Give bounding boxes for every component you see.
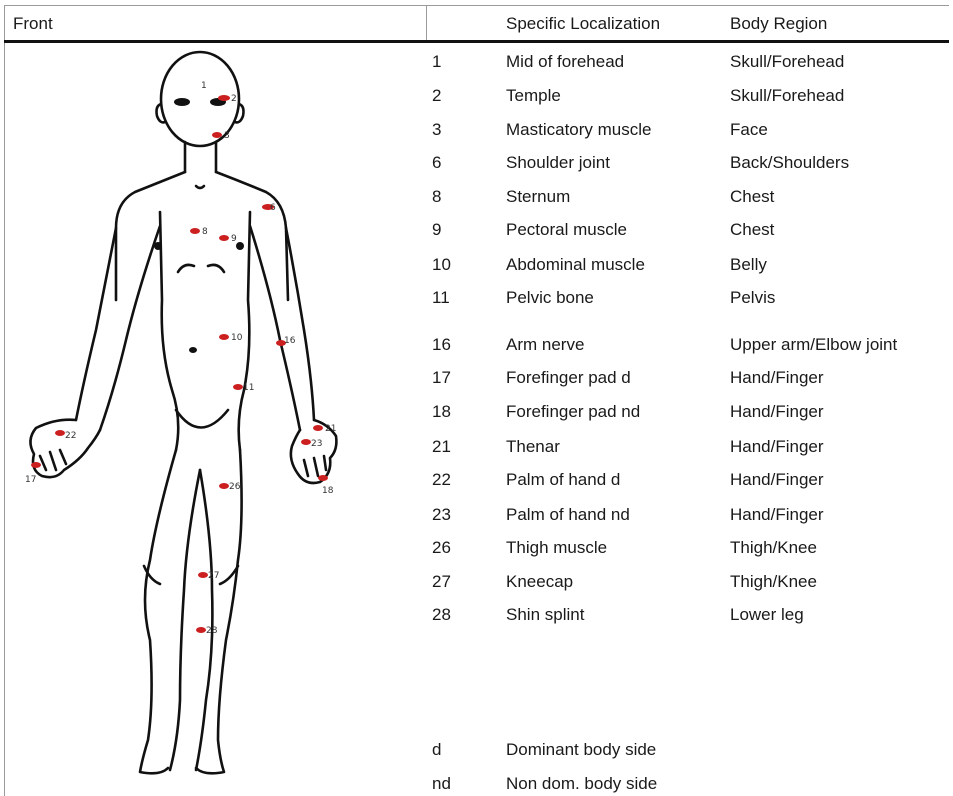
pain-marker-label-3: 3 [224, 131, 230, 141]
row-localization: Pectoral muscle [506, 219, 627, 241]
pain-marker-26 [219, 483, 229, 489]
row-body-region: Skull/Forehead [730, 51, 844, 73]
row-body-region: Hand/Finger [730, 469, 824, 491]
pain-marker-label-23: 23 [311, 439, 322, 449]
header-bottom-rule [4, 40, 949, 43]
pain-marker-22 [55, 430, 65, 436]
header-column-divider [426, 5, 427, 41]
row-localization: Shoulder joint [506, 152, 610, 174]
row-number: 22 [432, 469, 451, 491]
row-body-region: Thigh/Knee [730, 537, 817, 559]
row-localization: Shin splint [506, 604, 584, 626]
row-number: 16 [432, 334, 451, 356]
row-number: 26 [432, 537, 451, 559]
pain-marker-label-9: 9 [231, 234, 237, 244]
row-body-region: Face [730, 119, 768, 141]
pain-marker-17 [31, 462, 41, 468]
row-body-region: Belly [730, 254, 767, 276]
pain-marker-label-22: 22 [65, 431, 76, 441]
row-localization: Palm of hand nd [506, 504, 630, 526]
pain-marker-11 [233, 384, 243, 390]
pain-marker-3 [212, 132, 222, 138]
row-localization: Mid of forehead [506, 51, 624, 73]
row-body-region: Hand/Finger [730, 401, 824, 423]
pain-marker-label-16: 16 [284, 336, 296, 346]
pain-marker-10 [219, 334, 229, 340]
row-localization: Arm nerve [506, 334, 584, 356]
row-number: 2 [432, 85, 441, 107]
pain-marker-label-28: 28 [206, 626, 218, 636]
row-body-region: Pelvis [730, 287, 775, 309]
pain-marker-8 [190, 228, 200, 234]
pain-marker-label-2: 2 [231, 94, 237, 104]
body-figure-front: 1236891016112122231718262728 [20, 46, 360, 791]
row-number: 3 [432, 119, 441, 141]
legend-abbreviation: nd [432, 773, 451, 795]
pain-marker-label-8: 8 [202, 227, 208, 237]
row-number: 18 [432, 401, 451, 423]
header-specific-localization: Specific Localization [506, 14, 660, 34]
row-number: 21 [432, 436, 451, 458]
pain-marker-label-11: 11 [243, 383, 254, 393]
row-number: 28 [432, 604, 451, 626]
row-number: 6 [432, 152, 441, 174]
pain-marker-label-6: 6 [270, 203, 276, 213]
row-localization: Palm of hand d [506, 469, 620, 491]
row-localization: Abdominal muscle [506, 254, 645, 276]
pain-marker-label-26: 26 [229, 482, 241, 492]
row-localization: Forefinger pad nd [506, 401, 640, 423]
row-body-region: Hand/Finger [730, 367, 824, 389]
row-localization: Kneecap [506, 571, 573, 593]
legend-abbreviation: d [432, 739, 441, 761]
row-number: 10 [432, 254, 451, 276]
legend-meaning: Non dom. body side [506, 773, 657, 795]
row-localization: Forefinger pad d [506, 367, 631, 389]
pain-marker-9 [219, 235, 229, 241]
row-localization: Thenar [506, 436, 560, 458]
pain-marker-label-18: 18 [322, 486, 334, 496]
pain-marker-27 [198, 572, 208, 578]
header-front: Front [13, 14, 53, 34]
pain-marker-label-17: 17 [25, 475, 36, 485]
row-number: 27 [432, 571, 451, 593]
body-outline [30, 52, 336, 773]
row-localization: Pelvic bone [506, 287, 594, 309]
row-body-region: Thigh/Knee [730, 571, 817, 593]
pain-marker-2 [218, 95, 230, 101]
row-localization: Masticatory muscle [506, 119, 651, 141]
row-body-region: Chest [730, 219, 774, 241]
row-localization: Sternum [506, 186, 570, 208]
pain-marker-label-1: 1 [201, 81, 207, 91]
legend-meaning: Dominant body side [506, 739, 656, 761]
row-body-region: Skull/Forehead [730, 85, 844, 107]
row-body-region: Hand/Finger [730, 504, 824, 526]
pain-marker-label-27: 27 [208, 571, 219, 581]
row-body-region: Back/Shoulders [730, 152, 849, 174]
pain-marker-28 [196, 627, 206, 633]
row-body-region: Hand/Finger [730, 436, 824, 458]
row-number: 8 [432, 186, 441, 208]
row-body-region: Upper arm/Elbow joint [730, 334, 897, 356]
row-localization: Thigh muscle [506, 537, 607, 559]
pain-marker-23 [301, 439, 311, 445]
header-body-region: Body Region [730, 14, 827, 34]
row-number: 17 [432, 367, 451, 389]
table-top-rule [4, 5, 949, 6]
pain-marker-18 [318, 475, 328, 481]
row-body-region: Chest [730, 186, 774, 208]
row-localization: Temple [506, 85, 561, 107]
row-number: 11 [432, 287, 450, 309]
pain-marker-label-10: 10 [231, 333, 243, 343]
row-number: 9 [432, 219, 441, 241]
pain-marker-21 [313, 425, 323, 431]
row-number: 1 [432, 51, 441, 73]
pain-marker-label-21: 21 [325, 424, 336, 434]
row-number: 23 [432, 504, 451, 526]
row-body-region: Lower leg [730, 604, 804, 626]
